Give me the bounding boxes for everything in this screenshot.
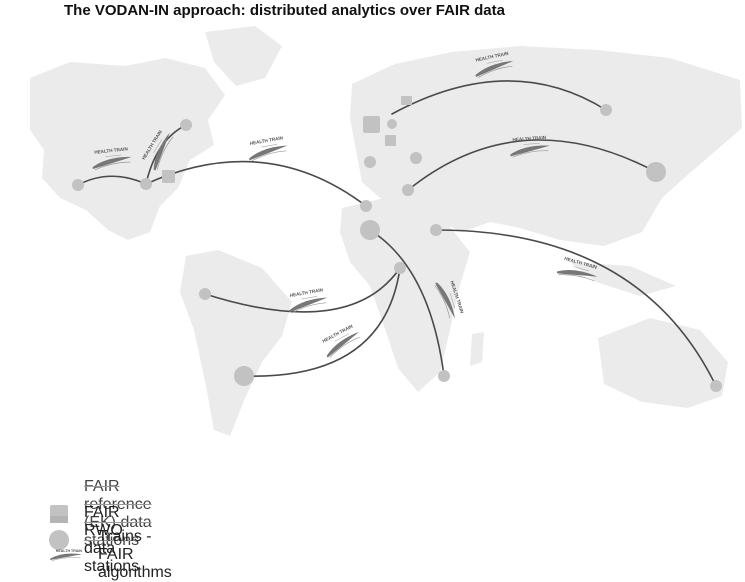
rwo-stations	[72, 104, 722, 392]
world-map: HEALTH TRAIN HEALTH TRAIN HEALTH TRAIN H…	[30, 26, 742, 436]
train-routes	[77, 80, 717, 387]
svg-text:HEALTH TRAIN: HEALTH TRAIN	[249, 135, 284, 146]
svg-text:HEALTH TRAIN: HEALTH TRAIN	[512, 135, 547, 142]
svg-text:HEALTH TRAIN: HEALTH TRAIN	[289, 287, 324, 298]
legend-label: FAIR reference (EK) data stations	[84, 478, 152, 549]
land-north-america	[30, 58, 225, 240]
rwo-station-us-west	[72, 179, 84, 191]
train-icon: HEALTH TRAIN	[509, 135, 551, 158]
land-madagascar	[470, 332, 484, 366]
rwo-station-kenya	[438, 370, 450, 382]
rwo-station-canada	[180, 119, 192, 131]
route-africa-colombia	[204, 267, 401, 313]
rwo-station-west-africa	[360, 200, 372, 212]
square-icon	[48, 503, 70, 525]
circle-icon	[48, 529, 70, 551]
land-australia	[598, 318, 728, 408]
route-scandinavia-russia	[391, 80, 607, 115]
svg-text:HEALTH TRAIN: HEALTH TRAIN	[322, 323, 355, 344]
rwo-station-mideast	[430, 224, 442, 236]
train-icon: HEALTH TRAIN	[322, 323, 364, 359]
train-icon: HEALTH TRAIN	[48, 544, 84, 566]
train-icon: HEALTH TRAIN	[287, 287, 330, 314]
legend-item-trains: HEALTH TRAIN Trains - FAIR algorithms	[48, 528, 172, 582]
rwo-station-russia	[600, 104, 612, 116]
land-africa	[340, 198, 470, 392]
ek-station-eu-1	[363, 116, 380, 133]
route-africa-brazil	[243, 267, 401, 377]
ek-station-eu-2	[401, 96, 412, 105]
legend-label: Trains - FAIR algorithms	[98, 528, 172, 581]
reference-stations	[162, 96, 412, 183]
rwo-station-eu-2	[364, 156, 376, 168]
route-us-west	[77, 175, 147, 186]
ek-station-eu-3	[385, 135, 396, 146]
rwo-station-australia	[710, 380, 722, 392]
train-icon: HEALTH TRAIN	[247, 135, 290, 162]
svg-text:HEALTH TRAIN: HEALTH TRAIN	[56, 549, 83, 553]
rwo-station-eu-1	[387, 119, 397, 129]
train-icon: HEALTH TRAIN	[91, 146, 134, 171]
rwo-station-colombia	[199, 288, 211, 300]
rwo-station-eu-4	[402, 184, 414, 196]
route-europe-china	[407, 139, 657, 191]
rwo-station-us-east	[140, 178, 152, 190]
land-masses	[30, 26, 742, 436]
land-south-america	[180, 250, 292, 436]
rwo-station-nigeria	[360, 220, 380, 240]
rwo-station-brazil	[234, 366, 254, 386]
legend-item-reference: FAIR reference (EK) data stations	[48, 478, 166, 550]
page-title: The VODAN-IN approach: distributed analy…	[64, 2, 505, 19]
rwo-station-china	[646, 162, 666, 182]
ek-station-us	[162, 170, 175, 183]
rwo-station-east-africa	[394, 262, 406, 274]
land-greenland	[205, 26, 282, 86]
svg-text:HEALTH TRAIN: HEALTH TRAIN	[94, 146, 129, 155]
route-nigeria-kenya	[369, 229, 445, 377]
rwo-station-eu-3	[410, 152, 422, 164]
route-transatlantic	[145, 160, 367, 207]
route-mideast-australia	[435, 229, 717, 387]
